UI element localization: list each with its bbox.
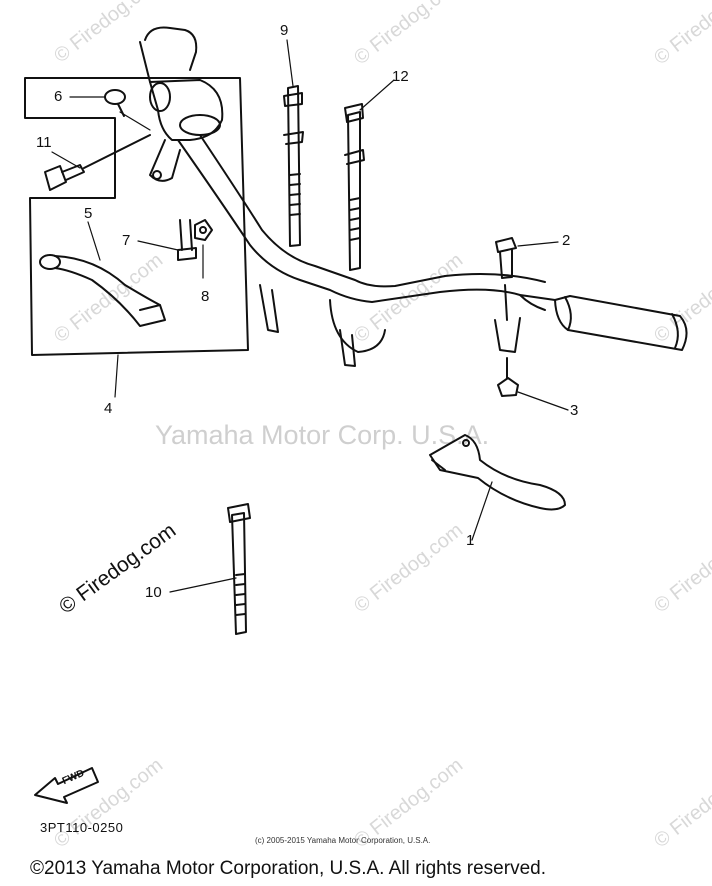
small-copyright: (c) 2005-2015 Yamaha Motor Corporation, … xyxy=(255,836,431,845)
footer-copyright: ©2013 Yamaha Motor Corporation, U.S.A. A… xyxy=(30,858,546,879)
bolt-part-2 xyxy=(495,237,517,321)
watermark-center: Yamaha Motor Corp. U.S.A. xyxy=(155,420,490,450)
callout-4: 4 xyxy=(104,400,113,417)
screw-part-6 xyxy=(104,89,126,117)
tie-strap-part-10 xyxy=(227,503,251,635)
diagram-code: 3PT110-0250 xyxy=(40,820,124,835)
lever-part-1 xyxy=(429,434,566,511)
callout-5: 5 xyxy=(84,205,93,222)
lever-part-5 xyxy=(39,254,166,327)
callout-11: 11 xyxy=(36,134,52,151)
nut-part-8 xyxy=(194,219,213,241)
callout-3: 3 xyxy=(570,402,579,419)
callout-8: 8 xyxy=(201,288,210,305)
callout-9: 9 xyxy=(280,22,289,39)
callout-6: 6 xyxy=(54,88,63,105)
tie-strap-part-9 xyxy=(283,85,304,247)
callout-7: 7 xyxy=(122,232,131,249)
assembly-outline xyxy=(24,77,249,356)
callout-10: 10 xyxy=(145,584,162,601)
handlebar xyxy=(139,26,688,367)
callout-12: 12 xyxy=(392,68,409,85)
callout-1: 1 xyxy=(466,532,475,549)
bolt-part-7 xyxy=(177,219,197,261)
bolt-part-11 xyxy=(44,134,151,191)
fwd-arrow-icon xyxy=(34,767,99,804)
leader-lines xyxy=(51,39,569,593)
throttle-housing xyxy=(149,79,224,182)
tie-strap-part-12 xyxy=(344,103,365,271)
nut-part-3 xyxy=(497,357,519,397)
callout-2: 2 xyxy=(562,232,571,249)
